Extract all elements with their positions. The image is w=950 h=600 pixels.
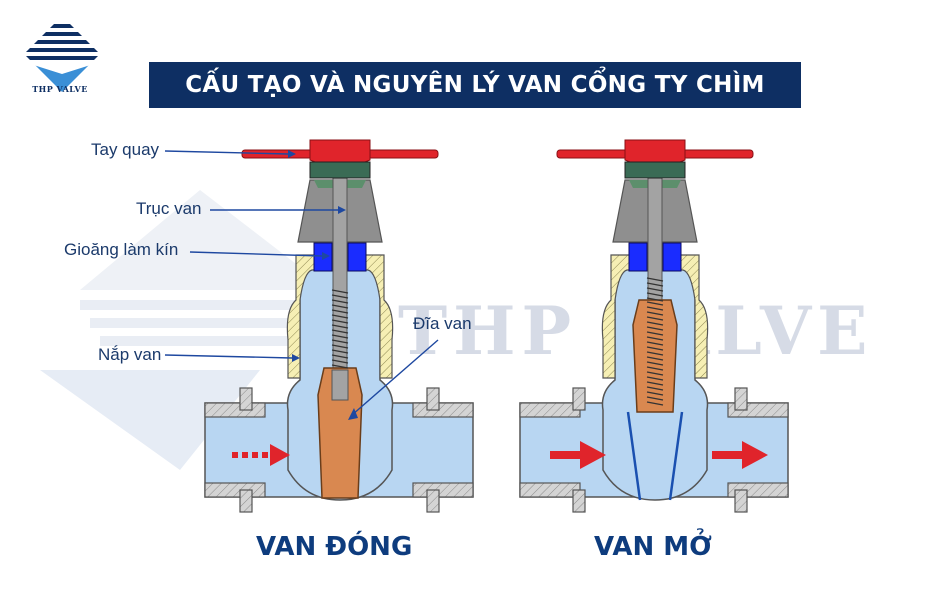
label-van-dong: VAN ĐÓNG [256,532,413,562]
spring-coil-closed [331,289,349,369]
stem-springs [331,277,664,406]
title-banner: CẤU TẠO VÀ NGUYÊN LÝ VAN CỔNG TY CHÌM [149,62,801,108]
bonnet-wall-closed [286,254,394,379]
disc-closed [317,367,363,499]
leader-lines [164,150,439,416]
flow-arrow-closed [232,444,290,466]
leader-dia-van [351,339,439,416]
leader-tay-quay [164,150,289,155]
seal-left-open [628,242,648,272]
label-dia-van: Đĩa van [413,314,472,333]
seal-right-closed [347,242,367,272]
flow-arrow-open-left [550,441,606,469]
seal-right-open [662,242,682,272]
label-truc-van: Trục van [136,199,202,218]
label-nap-van: Nắp van [98,345,162,364]
spring-coil-open-disc [646,301,664,406]
disc-open [632,299,678,413]
logo-text: THP VALVE [32,84,88,94]
spring-coil-open-upper [646,277,664,302]
valve-open [519,139,789,513]
flow-arrow-open-right [712,441,768,469]
label-gioang: Gioăng làm kín [64,240,179,259]
leader-gioang [189,251,323,257]
label-van-mo: VAN MỞ [594,532,712,562]
valve-closed [204,139,474,513]
page-title: CẤU TẠO VÀ NGUYÊN LÝ VAN CỔNG TY CHÌM [185,72,765,98]
leader-nap-van [164,354,293,359]
diamond-stripes-logo-icon [24,16,100,92]
label-tay-quay: Tay quay [91,140,160,159]
bonnet-wall-open [601,254,709,379]
